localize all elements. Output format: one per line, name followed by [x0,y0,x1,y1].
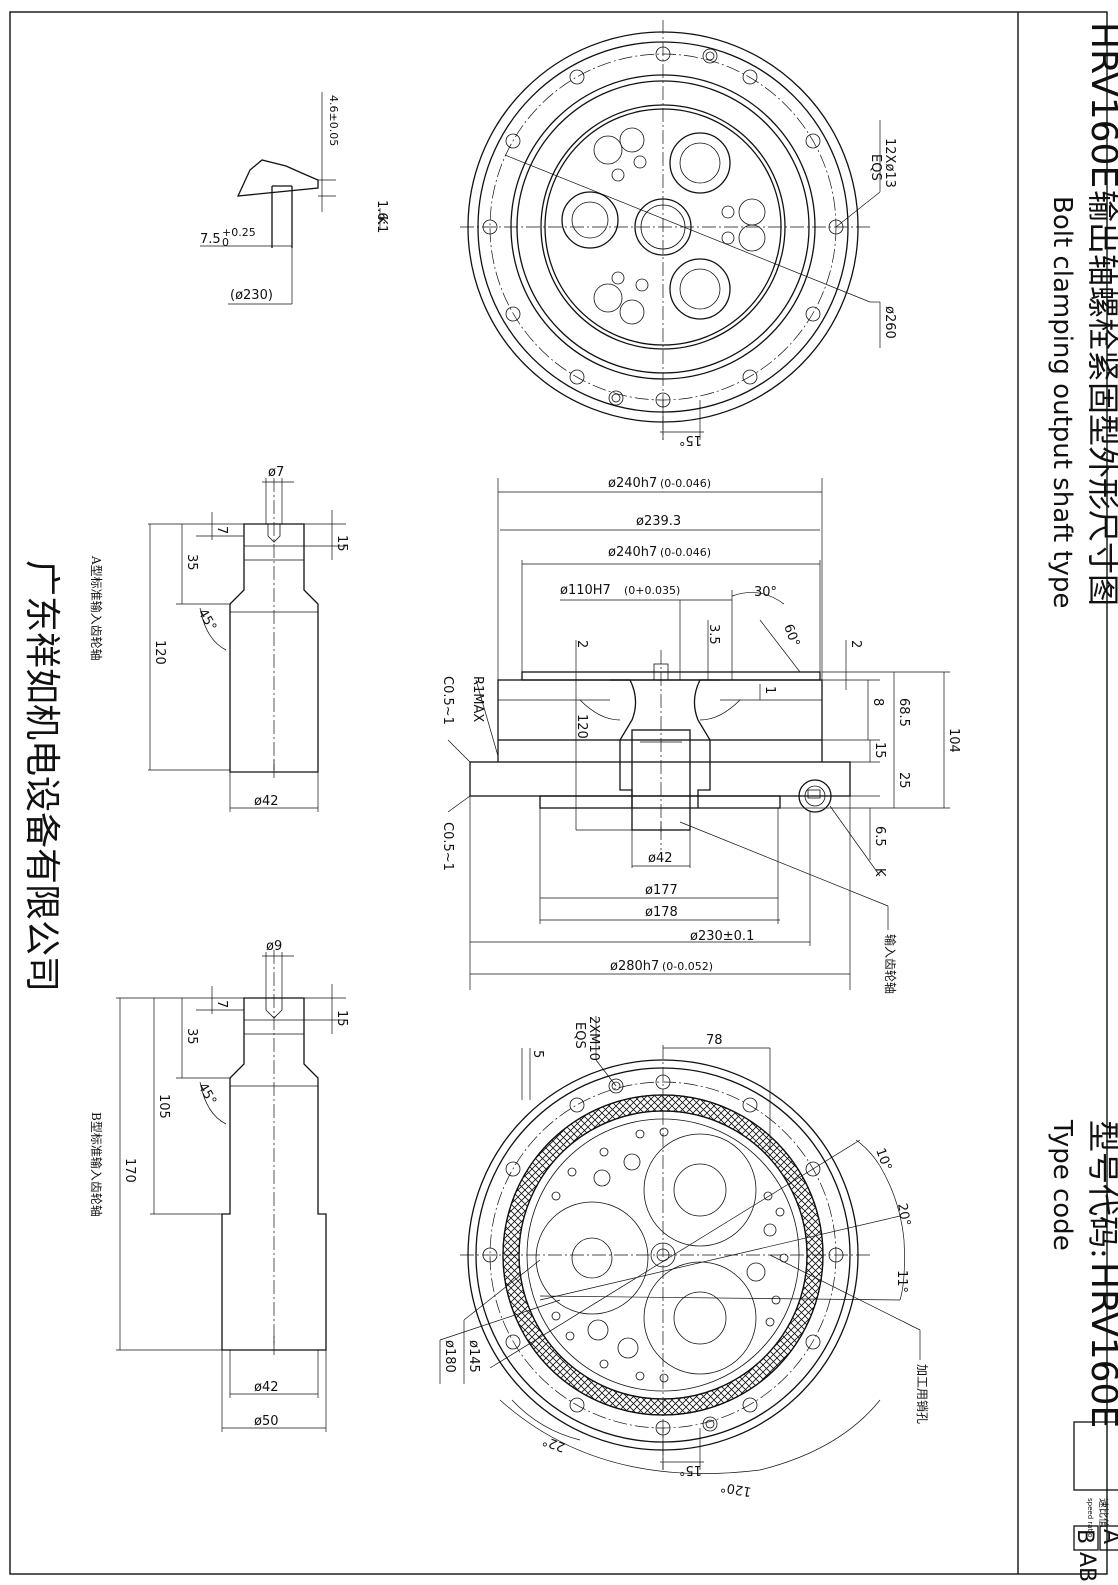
svg-text:12Xø13: 12Xø13 [882,138,897,188]
svg-text:15: 15 [872,742,887,759]
svg-text:15: 15 [334,1010,349,1027]
title-en: Bolt clamping output shaft type [1047,196,1077,608]
svg-text:22°: 22° [541,1432,568,1454]
svg-text:2: 2 [574,640,589,648]
svg-text:ø42: ø42 [648,851,673,866]
svg-text:C0.5~1: C0.5~1 [440,676,455,725]
svg-text:78: 78 [706,1033,723,1048]
svg-text:K: K [374,216,389,225]
svg-text:ø42: ø42 [254,1380,279,1395]
company-name: 广东祥如机电设备有限公司 [21,560,62,992]
svg-text:EQS: EQS [572,1022,587,1049]
svg-text:ø230±0.1: ø230±0.1 [690,929,754,944]
svg-text:ø240h7: ø240h7 [608,545,657,560]
svg-text:ø178: ø178 [645,905,678,920]
svg-text:ø177: ø177 [645,883,678,898]
svg-text:15°: 15° [679,1462,702,1477]
variant-a-box [1099,1525,1118,1551]
svg-text:120°: 120° [719,1479,752,1499]
svg-text:ø7: ø7 [268,465,284,480]
svg-text:120: 120 [152,640,167,665]
detail-k: 4.6±0.05 7.5 +0.25 0 (ø230) K 1.6:1 [200,92,389,305]
svg-text:1.6:1: 1.6:1 [374,200,389,233]
svg-text:4.6±0.05: 4.6±0.05 [327,95,340,146]
svg-text:ø180: ø180 [442,1340,457,1373]
speed-ratio-en: speed ratio [1086,1498,1094,1538]
svg-text:EQS: EQS [868,154,883,181]
svg-text:170: 170 [122,1158,137,1183]
svg-text:2: 2 [848,640,863,648]
svg-text:11°: 11° [894,1270,909,1293]
variant-a: A [1098,1529,1118,1544]
svg-text:5: 5 [530,1050,545,1058]
svg-text:ø260: ø260 [882,306,897,339]
svg-text:7.5: 7.5 [200,232,221,247]
svg-text:ø9: ø9 [266,939,282,954]
svg-text:ø145: ø145 [466,1340,481,1373]
svg-text:104: 104 [946,728,961,753]
svg-text:10°: 10° [872,1146,894,1173]
svg-text:35: 35 [184,554,199,571]
svg-text:1: 1 [762,686,777,694]
svg-text:7: 7 [214,1000,229,1008]
svg-text:+0.25: +0.25 [222,226,256,239]
svg-text:45°: 45° [195,1081,220,1108]
svg-text:ø42: ø42 [254,794,279,809]
svg-text:3.5: 3.5 [706,624,721,645]
top-view: 12Xø13 EQS ø260 15° [460,20,897,447]
bottom-view: 5 2XM10 EQS 78 10° 20° 11° 加工用销孔 ø180 ø1… [439,1016,929,1499]
svg-text:(0-0.046): (0-0.046) [660,546,711,559]
type-code-cn: 型号代码: [1084,1120,1118,1259]
title-cn: 输出轴螺栓紧固型外形尺寸图 [1084,190,1118,606]
svg-text:ø239.3: ø239.3 [636,514,681,529]
svg-text:ø50: ø50 [254,1414,279,1429]
svg-text:K: K [872,868,887,877]
variant-ab: AB [1074,1552,1099,1582]
svg-text:B型标准输入齿轮轴: B型标准输入齿轮轴 [89,1112,104,1217]
svg-text:(0-0.046): (0-0.046) [660,477,711,490]
variant-b: B [1072,1529,1097,1544]
type-code-en: Type code [1047,1119,1077,1251]
svg-text:35: 35 [184,1028,199,1045]
svg-text:25: 25 [896,772,911,789]
variant-b-box [1073,1525,1099,1551]
svg-text:输入齿轮轴: 输入齿轮轴 [883,934,898,994]
svg-text:ø240h7: ø240h7 [608,476,657,491]
title-block: HRV160E 输出轴螺栓紧固型外形尺寸图 Bolt clamping outp… [1047,22,1118,1582]
svg-text:加工用销孔: 加工用销孔 [915,1364,929,1424]
svg-text:60°: 60° [780,622,802,649]
svg-text:A型标准输入齿轮轴: A型标准输入齿轮轴 [89,555,104,661]
svg-text:(ø230): (ø230) [230,288,273,303]
svg-text:20°: 20° [894,1202,913,1227]
svg-text:45°: 45° [195,607,220,634]
svg-text:2XM10: 2XM10 [586,1016,601,1061]
speed-ratio-cn: 速比值 [1097,1498,1110,1528]
svg-text:R1MAX: R1MAX [470,676,485,722]
svg-text:(0+0.035): (0+0.035) [624,584,680,597]
type-code-value: HRV160E [1083,1262,1118,1428]
shaft-b: ø9 7 35 15 105 170 45° ø42 ø50 B型标准输入齿轮轴 [89,939,349,1432]
svg-text:C0.5~1: C0.5~1 [440,822,455,871]
svg-text:15: 15 [334,535,349,552]
svg-text:ø280h7: ø280h7 [610,959,659,974]
svg-text:68.5: 68.5 [896,698,911,727]
svg-text:7: 7 [214,526,229,534]
svg-text:105: 105 [156,1094,171,1119]
section-view: C0.5~1 C0.5~1 R1MAX ø240h7 (0-0.046) ø23… [440,476,961,994]
svg-text:ø110H7: ø110H7 [560,583,611,598]
svg-text:8: 8 [870,698,885,706]
svg-text:0: 0 [222,236,229,249]
svg-text:120: 120 [574,714,589,739]
speed-ratio-box [1073,1421,1118,1491]
svg-text:(0-0.052): (0-0.052) [662,960,713,973]
svg-text:6.5: 6.5 [872,826,887,847]
svg-text:15°: 15° [679,432,702,447]
model-title: HRV160E [1083,22,1118,188]
sheet-border [9,11,1108,1575]
svg-text:广东祥如机电设备有限公司: 广东祥如机电设备有限公司 [21,560,62,992]
shaft-a: ø7 7 35 15 120 45° ø42 A型标准输入齿轮轴 [89,465,349,812]
svg-text:30°: 30° [754,585,777,600]
